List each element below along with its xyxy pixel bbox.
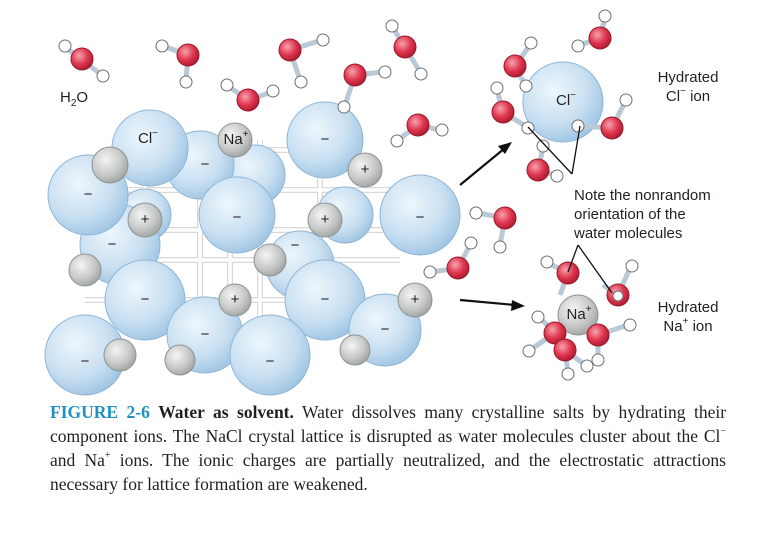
hydrated-sodium-label: Hydrated Na+ ion — [657, 299, 719, 335]
minus-sign: − — [80, 353, 90, 370]
water-molecule — [155, 39, 200, 89]
water-molecule — [220, 78, 280, 112]
plus-sign: + — [230, 291, 240, 308]
water-molecule — [337, 63, 392, 114]
figure-caption: FIGURE 2-6 Water as solvent. Water disso… — [50, 400, 726, 496]
hydrated-chloride-cluster — [490, 9, 633, 183]
sodium-hydrated-label: Na+ — [566, 304, 592, 323]
caption-text-3: ions. The ionic charges are partially ne… — [50, 450, 726, 494]
caption-text-2: and Na — [50, 450, 105, 470]
water-molecule — [571, 93, 633, 140]
hydrated-chloride-label: Hydrated Cl− ion — [657, 69, 719, 105]
minus-sign: − — [140, 291, 150, 308]
minus-sign: − — [265, 353, 275, 370]
minus-sign: − — [83, 186, 93, 203]
nacl-dissolution-diagram — [44, 9, 639, 396]
minus-sign: − — [200, 326, 210, 343]
caption-title: Water as solvent. — [158, 402, 294, 422]
water-molecule — [390, 113, 449, 148]
water-molecule — [522, 310, 567, 358]
water-molecule — [469, 206, 517, 254]
water-molecule — [571, 9, 612, 53]
orientation-note: Note the nonrandom orientation of the wa… — [574, 187, 711, 242]
hydrated-sodium-cluster — [522, 255, 639, 381]
minus-sign: − — [320, 291, 330, 308]
figure-number: FIGURE 2-6 — [50, 402, 150, 422]
figure-illustration: H2O Cl− Na+ − + − − + − + − − − − + − + … — [44, 9, 719, 396]
water-label: H2O — [60, 89, 89, 109]
note-callout-lines — [527, 125, 613, 294]
water-molecule — [586, 318, 637, 367]
minus-sign: − — [415, 209, 425, 226]
caption-text-1: Water dissolves many crystalline salts b… — [50, 402, 727, 446]
minus-sign: − — [232, 209, 242, 226]
water-molecule — [540, 255, 580, 296]
water-molecule — [385, 19, 428, 81]
water-molecule — [423, 236, 478, 280]
water-molecule — [490, 81, 535, 135]
plus-sign: + — [360, 161, 370, 178]
caption-na-charge: + — [104, 450, 111, 462]
chloride-hydrated-label: Cl− — [555, 90, 577, 109]
arrows — [459, 142, 525, 311]
minus-sign: − — [320, 131, 330, 148]
plus-sign: + — [140, 211, 150, 228]
caption-cl-charge: − — [720, 426, 726, 438]
chloride-lattice-label: Cl− — [137, 128, 159, 147]
water-molecule — [58, 39, 110, 83]
water-molecule — [503, 36, 538, 93]
water-molecule — [553, 338, 594, 381]
minus-sign: − — [380, 321, 390, 338]
water-molecule — [278, 33, 330, 89]
minus-sign: − — [107, 236, 117, 253]
water-molecule — [526, 139, 564, 183]
water-molecule — [601, 259, 639, 307]
plus-sign: + — [410, 291, 420, 308]
minus-sign: − — [200, 156, 210, 173]
minus-sign: − — [290, 237, 300, 254]
sodium-lattice-label: Na+ — [223, 129, 249, 148]
lattice-sodium-ions — [68, 122, 433, 376]
water-molecules — [58, 19, 517, 280]
plus-sign: + — [320, 211, 330, 228]
